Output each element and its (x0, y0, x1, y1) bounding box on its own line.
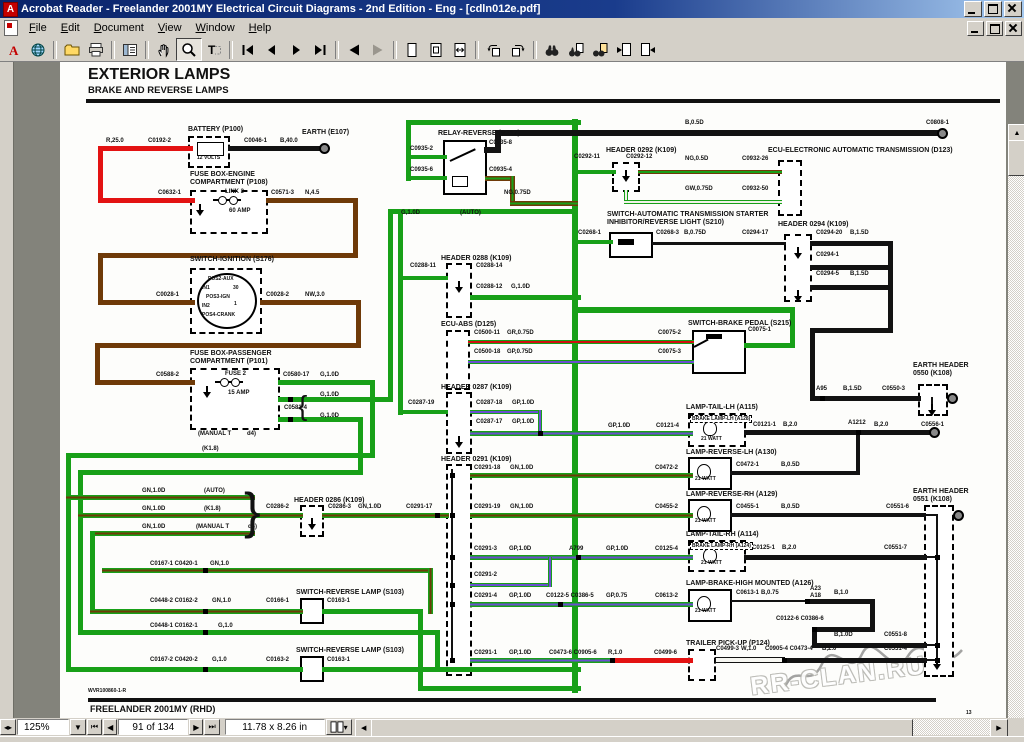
signature-watermark (783, 645, 963, 688)
toolbar-separator (533, 40, 537, 59)
print-icon[interactable] (84, 39, 108, 60)
toolbar-separator (111, 40, 115, 59)
open-web-page-icon[interactable] (26, 39, 50, 60)
toolbar-separator (53, 40, 57, 59)
zoom-tool-icon[interactable] (176, 38, 202, 61)
prev-page-icon[interactable] (260, 39, 284, 60)
next-page-icon[interactable] (284, 39, 308, 60)
pdf-page: EXTERIOR LAMPS BRAKE AND REVERSE LAMPS F… (60, 62, 1006, 718)
menu-item-edit[interactable]: Edit (60, 22, 80, 34)
go-back-icon[interactable] (342, 39, 366, 60)
toolbar-separator (475, 40, 479, 59)
menu-item-help[interactable]: Help (248, 22, 272, 34)
restore-button[interactable] (984, 1, 1002, 17)
toolbar-separator (335, 40, 339, 59)
rotate-right-icon[interactable] (506, 39, 530, 60)
minimize-button[interactable] (964, 1, 982, 17)
actual-size-icon[interactable] (400, 39, 424, 60)
doc-minimize-button[interactable] (967, 20, 984, 36)
prev-highlight-icon[interactable] (612, 39, 636, 60)
zoom-control[interactable]: 125% (17, 719, 69, 735)
horizontal-scrollbar[interactable]: ◀ ▶ (354, 719, 1008, 737)
rotate-left-icon[interactable] (482, 39, 506, 60)
acrobat-logo-icon[interactable]: A (2, 39, 26, 60)
horizontal-scroll-thumb[interactable] (370, 719, 913, 737)
fit-width-icon[interactable] (448, 39, 472, 60)
menu-item-window[interactable]: Window (195, 22, 235, 34)
page-size-indicator: 11.78 x 8.26 in (224, 719, 325, 735)
menu-item-file[interactable]: File (29, 22, 47, 34)
hand-tool-icon[interactable] (152, 39, 176, 60)
search-results-icon[interactable] (588, 39, 612, 60)
toolbar-separator (393, 40, 397, 59)
find-icon[interactable] (540, 39, 564, 60)
menu-bar: File Edit Document View Window Help (0, 18, 1024, 39)
page-footer: FREELANDER 2001MY (RHD) (90, 704, 216, 714)
prev-page-status-button[interactable]: ◀ (103, 719, 118, 735)
zoom-value: 125% (24, 721, 50, 733)
title-rule (86, 99, 1000, 103)
doc-restore-button[interactable] (986, 20, 1003, 36)
page-layout-button[interactable]: ▾ (325, 719, 352, 735)
text-select-tool-icon[interactable]: T (202, 39, 226, 60)
zoom-dropdown-button[interactable]: ▼ (70, 719, 86, 735)
go-forward-icon[interactable] (366, 39, 390, 60)
nav-pane-strip[interactable] (0, 62, 14, 718)
resize-corner (1008, 719, 1024, 735)
svg-text:A: A (9, 43, 19, 58)
document-workarea: EXTERIOR LAMPS BRAKE AND REVERSE LAMPS F… (0, 62, 1024, 742)
next-page-status-button[interactable]: ▶ (189, 719, 204, 735)
page-title: EXTERIOR LAMPS (88, 66, 231, 83)
last-page-status-button[interactable]: ⏭ (204, 719, 220, 735)
fit-page-icon[interactable] (424, 39, 448, 60)
show-nav-pane-icon[interactable] (118, 39, 142, 60)
first-page-status-button[interactable]: ⏮ (86, 719, 103, 735)
status-bar: ◂▸ 125% ▼ ⏮ ◀ 91 of 134 ▶ ⏭ 11.78 x 8.26… (0, 718, 1024, 737)
page-count-label: 91 of 134 (132, 721, 175, 733)
window-title: Acrobat Reader - Freelander 2001MY Elect… (21, 3, 541, 15)
last-page-icon[interactable] (308, 39, 332, 60)
page-indicator[interactable]: 91 of 134 (118, 719, 189, 735)
close-button[interactable] (1004, 1, 1022, 17)
first-page-icon[interactable] (236, 39, 260, 60)
acrobat-app-icon: A (3, 1, 18, 17)
title-bar: A Acrobat Reader - Freelander 2001MY Ele… (0, 0, 1024, 18)
toolbar-separator (229, 40, 233, 59)
splitter-handle[interactable]: ◂▸ (0, 719, 16, 735)
window-bottom-edge (0, 736, 1024, 742)
search-icon[interactable] (564, 39, 588, 60)
next-highlight-icon[interactable] (636, 39, 660, 60)
vertical-scrollbar[interactable]: ▲ ▼ (1008, 124, 1024, 742)
pdf-doc-icon (4, 20, 18, 36)
page-size-label: 11.78 x 8.26 in (242, 721, 308, 733)
open-file-icon[interactable] (60, 39, 84, 60)
vertical-scroll-thumb[interactable] (1008, 140, 1024, 176)
doc-close-button[interactable] (1005, 20, 1022, 36)
menu-item-document[interactable]: Document (93, 22, 144, 34)
footer-rule (88, 698, 936, 702)
page-subtitle: BRAKE AND REVERSE LAMPS (88, 85, 229, 96)
scroll-right-button[interactable]: ▶ (990, 719, 1008, 737)
menu-item-view[interactable]: View (157, 22, 182, 34)
toolbar-separator (145, 40, 149, 59)
svg-text:T: T (208, 43, 216, 57)
